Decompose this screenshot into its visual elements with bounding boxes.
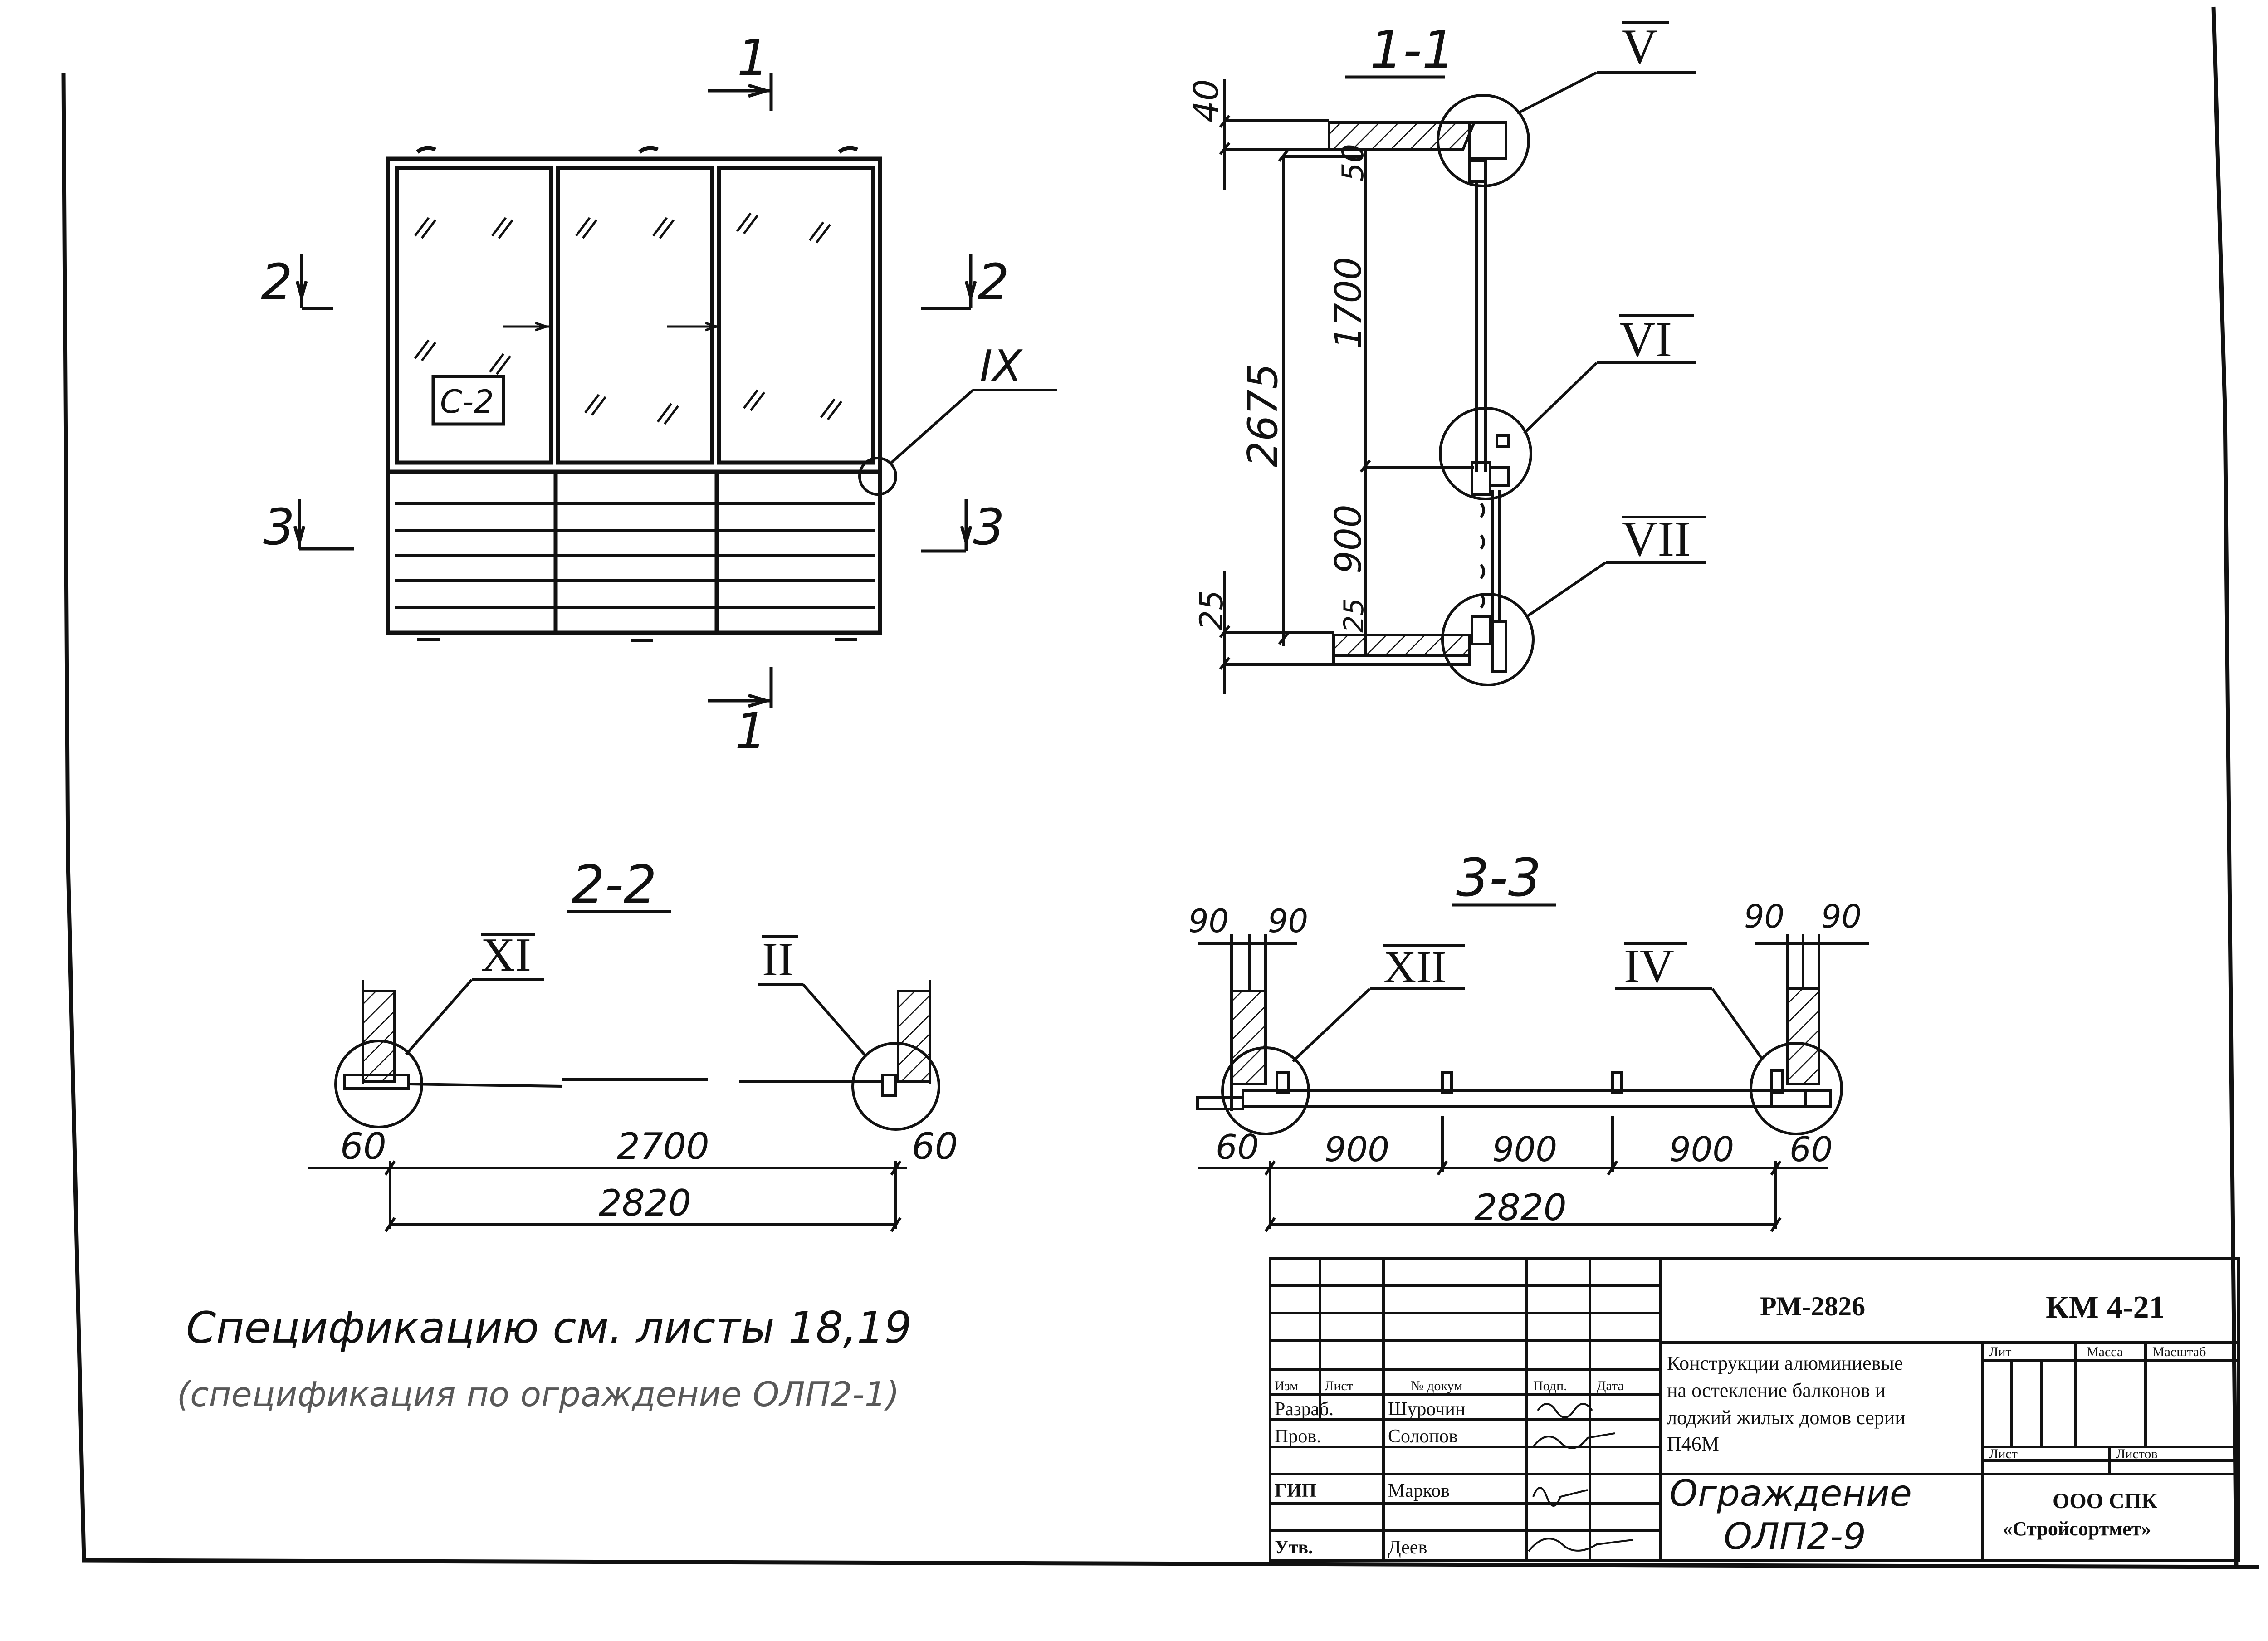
col-ndoc: № докум [1411, 1378, 1462, 1393]
spec-note-line2: (спецификация по ограждение ОЛП2-1) [177, 1374, 899, 1414]
hdr-massa: Масса [2087, 1344, 2123, 1359]
sheet-frame [61, 6, 2259, 1570]
dim-90-a: 90 [1188, 903, 1229, 940]
node-vi-label: VI [1619, 312, 1672, 367]
org-line1: ООО СПК [2053, 1489, 2157, 1513]
role-gip: ГИП [1275, 1480, 1316, 1501]
name-utv: Деев [1388, 1537, 1427, 1558]
section-1-top-label: 1 [737, 29, 769, 87]
col-izm: Изм [1275, 1378, 1298, 1393]
dim-900-b: 900 [1492, 1129, 1557, 1169]
hdr-lit: Лит [1989, 1344, 2012, 1359]
project-title-line1: Конструкции алюминиевые [1667, 1352, 1903, 1374]
dim-2675: 2675 [1239, 363, 1287, 467]
dim-90-c: 90 [1744, 898, 1784, 935]
dim-900-a: 900 [1325, 1129, 1389, 1169]
callout-circle-xii [1221, 1046, 1310, 1135]
role-razrab: Разраб. [1275, 1399, 1334, 1420]
glazing-marks [414, 212, 842, 425]
spec-note-line1: Спецификацию см. листы 18,19 [186, 1303, 912, 1353]
dim-25-inner: 25 [1338, 598, 1370, 633]
col-podp: Подп. [1533, 1378, 1567, 1393]
drawing-name-line1: Ограждение [1669, 1472, 1912, 1514]
dim-2820: 2820 [1474, 1187, 1567, 1229]
role-prov: Пров. [1275, 1426, 1321, 1447]
node-xi-label: XI [481, 928, 531, 981]
section-3-right-label: 3 [973, 498, 1005, 556]
hdr-list: Лист [1989, 1446, 2018, 1461]
dim-90-d: 90 [1821, 898, 1862, 935]
node-xii-label: XII [1383, 942, 1447, 992]
dim-60-right: 60 [1789, 1129, 1833, 1169]
name-gip: Марков [1388, 1480, 1450, 1501]
dim-60-right: 60 [912, 1125, 958, 1167]
node-iv-label: IV [1624, 939, 1674, 992]
callout-circle-iv [1750, 1042, 1843, 1135]
hdr-masshtab: Масштаб [2152, 1344, 2206, 1359]
elevation-view: C-2 1 1 2 2 [261, 29, 1057, 760]
callout-circle-ix [858, 457, 897, 496]
col-data: Дата [1597, 1378, 1624, 1393]
section-1-1-view: 1-1 [1186, 19, 1706, 694]
dim-2820: 2820 [599, 1182, 691, 1224]
name-razrab: Шурочин [1388, 1399, 1465, 1420]
section-1-1-title: 1-1 [1370, 20, 1455, 81]
panel-mark-box [431, 375, 505, 426]
doc-code: РМ-2826 [1760, 1291, 1865, 1321]
node-vii-label: VII [1622, 511, 1691, 567]
dim-900: 900 [1327, 504, 1369, 574]
section-3-3-title: 3-3 [1456, 848, 1541, 908]
dim-60-left: 60 [1216, 1127, 1259, 1167]
callout-circle-vii [1441, 593, 1535, 686]
project-title-line4: П46М [1667, 1433, 1719, 1455]
section-3-left-label: 3 [263, 498, 295, 556]
dim-1700: 1700 [1327, 257, 1369, 349]
sheet-code: КМ 4-21 [2046, 1290, 2165, 1325]
section-1-bottom-label: 1 [735, 702, 767, 760]
callout-circle-v [1437, 94, 1530, 187]
signatures [1528, 1403, 1633, 1552]
dim-50: 50 [1336, 144, 1370, 181]
node-ii-label: II [762, 933, 794, 986]
dim-60-left: 60 [340, 1125, 386, 1167]
col-list: Лист [1325, 1378, 1353, 1393]
callout-circle-vi [1439, 407, 1532, 500]
section-2-left-label: 2 [261, 253, 293, 311]
section-2-2-title: 2-2 [572, 855, 657, 915]
section-3-3-view: 3-3 [1188, 848, 1869, 1232]
section-2-2-view: 2-2 XI II [308, 855, 958, 1232]
dim-90-b: 90 [1268, 903, 1308, 940]
hdr-listov: Листов [2116, 1446, 2158, 1461]
dim-40: 40 [1186, 79, 1226, 122]
project-title-line3: лоджий жилых домов серии [1667, 1407, 1906, 1429]
panel-mark: C-2 [440, 383, 494, 420]
drawing-name-line2: ОЛП2-9 [1724, 1515, 1866, 1558]
name-prov: Солопов [1388, 1426, 1458, 1447]
title-block: РМ-2826 КМ 4-21 Конструкции алюминиевые … [1269, 1257, 2240, 1562]
dim-25-left: 25 [1193, 590, 1230, 630]
role-utv: Утв. [1275, 1537, 1313, 1558]
org-line2: «Стройсортмет» [2003, 1518, 2151, 1540]
dim-2700: 2700 [617, 1125, 709, 1167]
node-v-label: V [1622, 19, 1657, 74]
dim-900-c: 900 [1669, 1129, 1734, 1169]
callout-circle-ii [851, 1042, 940, 1131]
project-title-line2: на остекление балконов и [1667, 1379, 1886, 1402]
callout-circle-xi [334, 1040, 423, 1128]
node-ix-label: IX [980, 342, 1023, 391]
section-2-right-label: 2 [978, 253, 1009, 311]
